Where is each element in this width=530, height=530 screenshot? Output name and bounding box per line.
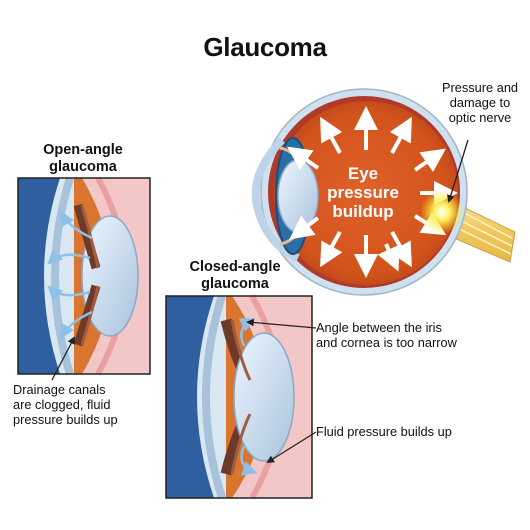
angle-note: Angle between the iris and cornea is too…: [316, 320, 457, 351]
eye-label-line: Eye pressure buildup: [327, 164, 399, 222]
optic-nerve-note: Pressure and damage to optic nerve: [441, 80, 519, 126]
page-title: Glaucoma: [203, 32, 327, 62]
vitreous-chamber: [274, 101, 458, 285]
fluid-pressure-note: Fluid pressure builds up: [316, 424, 452, 439]
closed-angle-inset: [165, 294, 313, 500]
drainage-note: Drainage canals are clogged, fluid press…: [13, 382, 118, 428]
open-angle-inset: [17, 176, 151, 376]
eye-center-label: Eye pressure buildup: [318, 164, 408, 221]
optic-nerve-glow: [420, 190, 464, 234]
cornea: [251, 137, 300, 262]
open-angle-heading: Open-angle glaucoma: [43, 142, 123, 176]
closed-angle-heading: Closed-angle glaucoma: [189, 259, 281, 293]
